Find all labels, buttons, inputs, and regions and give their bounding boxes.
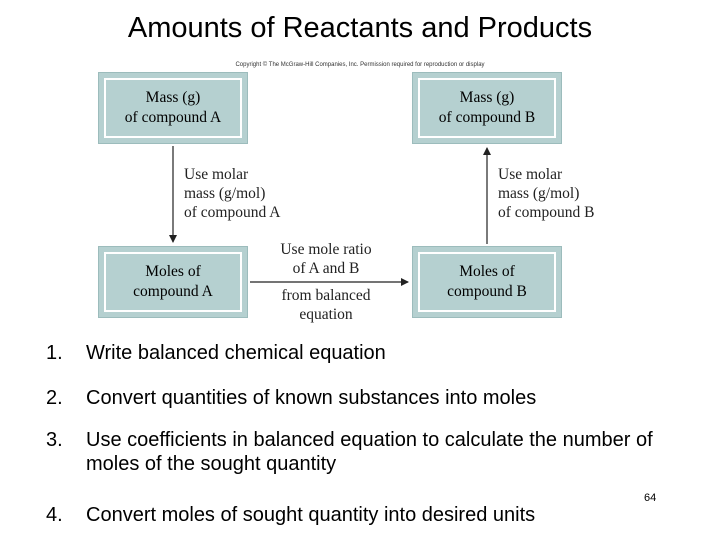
slide-title: Amounts of Reactants and Products	[127, 12, 593, 44]
label-mole-ratio: Use mole ratio of A and B	[280, 241, 372, 277]
box-mass-compound-b: Mass (g) of compound B	[412, 72, 562, 144]
box-moles-compound-b: Moles of compound B	[412, 246, 562, 318]
box-line: Mass (g)	[145, 89, 201, 106]
box-line: Mass (g)	[459, 89, 515, 106]
page-number: 64	[644, 492, 657, 504]
box-line: of compound A	[124, 109, 222, 126]
box-line: of compound B	[438, 109, 536, 126]
box-mass-compound-a: Mass (g) of compound A	[98, 72, 248, 144]
box-moles-compound-a: Moles of compound A	[98, 246, 248, 318]
box-line: compound B	[447, 283, 527, 300]
label-molar-mass-b: Use molar mass (g/mol) of compound B	[498, 166, 595, 221]
box-line: compound A	[133, 283, 213, 300]
box-line: Moles of	[145, 263, 201, 280]
box-line: Moles of	[459, 263, 515, 280]
label-molar-mass-a: Use molar mass (g/mol) of compound A	[184, 166, 281, 221]
copyright-notice: Copyright © The McGraw-Hill Companies, I…	[235, 62, 485, 68]
label-balanced-equation: from balanced equation	[281, 287, 371, 323]
